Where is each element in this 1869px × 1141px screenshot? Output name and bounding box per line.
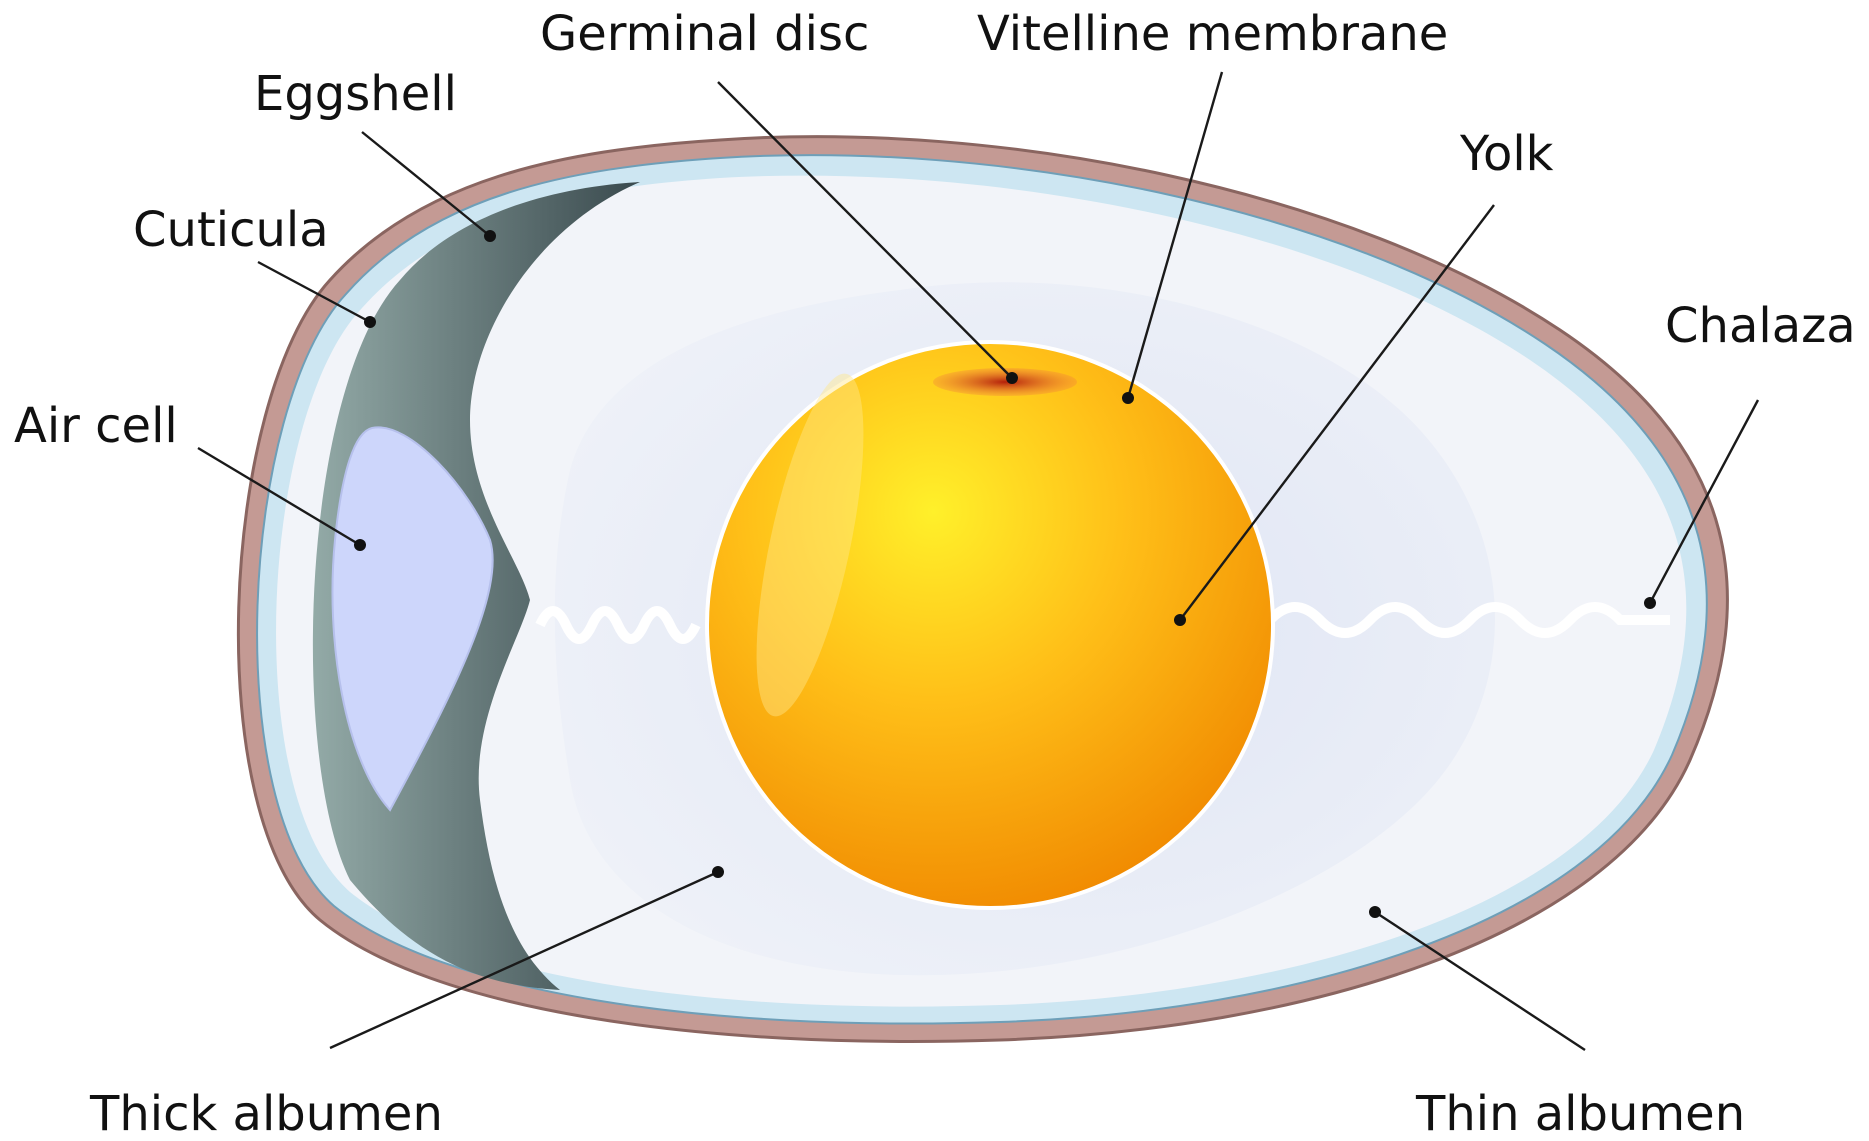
label-eggshell: Eggshell bbox=[254, 66, 457, 122]
label-thick-albumen: Thick albumen bbox=[89, 1086, 443, 1141]
label-air-cell: Air cell bbox=[14, 398, 178, 454]
label-cuticula: Cuticula bbox=[133, 202, 329, 258]
label-chalaza: Chalaza bbox=[1665, 298, 1856, 354]
label-vitelline-membrane: Vitelline membrane bbox=[977, 6, 1448, 62]
label-thin-albumen: Thin albumen bbox=[1415, 1086, 1745, 1141]
label-germinal-disc: Germinal disc bbox=[540, 6, 869, 62]
label-yolk: Yolk bbox=[1459, 126, 1554, 182]
